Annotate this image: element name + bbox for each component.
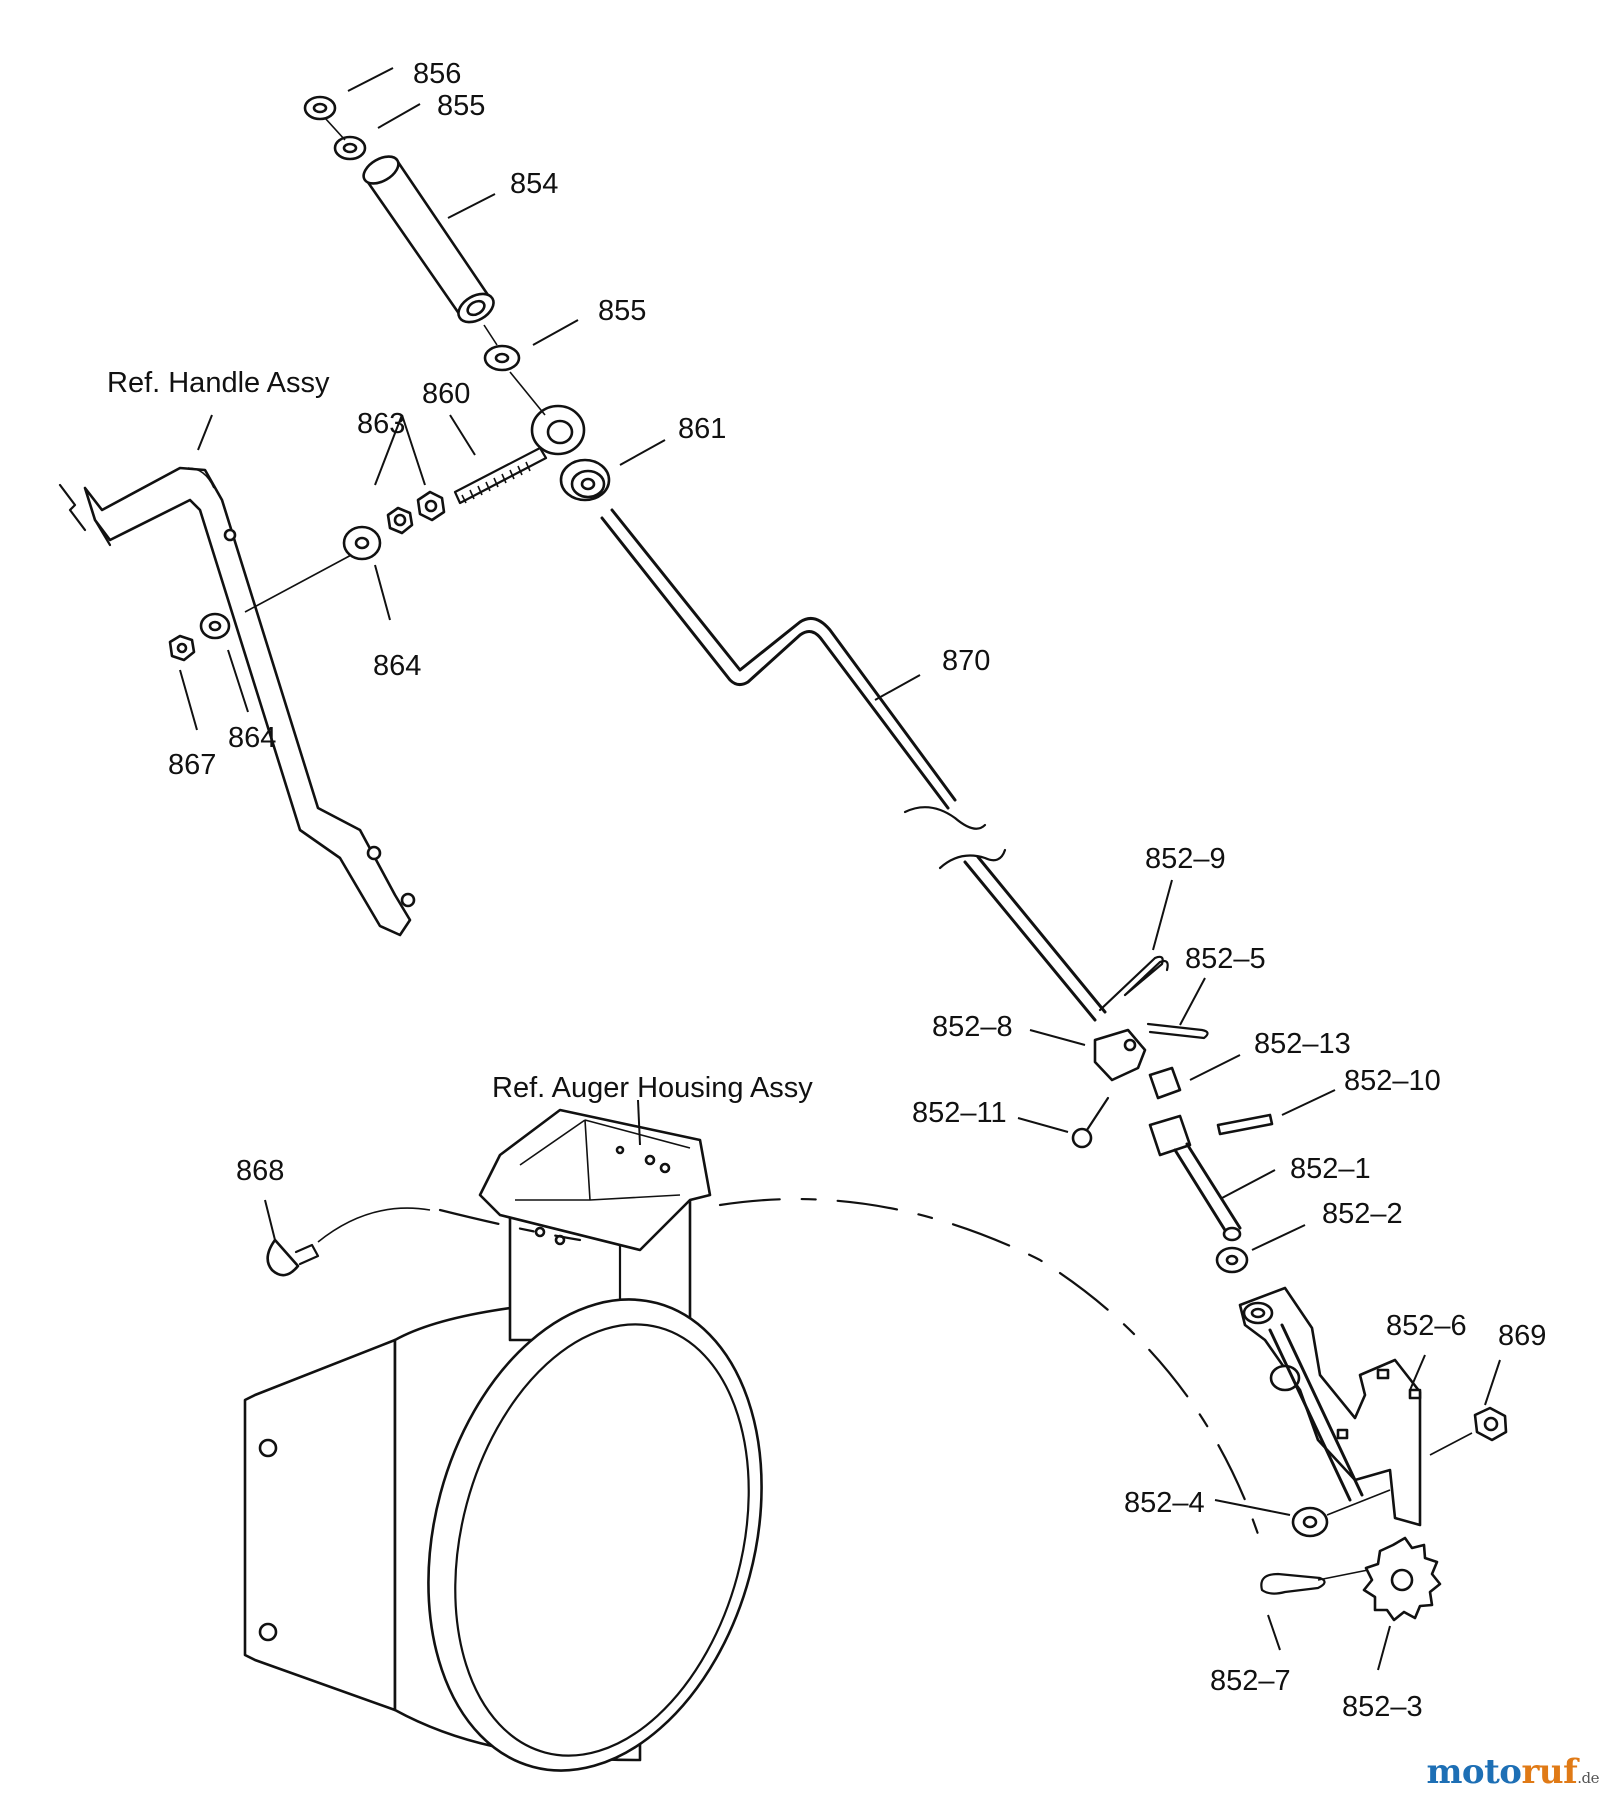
label-855-top: 855 bbox=[437, 90, 485, 122]
label-852-5: 852–5 bbox=[1185, 943, 1266, 975]
label-864-right: 864 bbox=[373, 650, 421, 682]
label-852-10: 852–10 bbox=[1344, 1065, 1441, 1097]
label-852-7: 852–7 bbox=[1210, 1665, 1291, 1697]
carriage-bolt bbox=[266, 1207, 431, 1277]
label-855-mid: 855 bbox=[598, 295, 646, 327]
eyebolt bbox=[453, 404, 586, 505]
spacer-stack bbox=[303, 95, 546, 416]
label-860: 860 bbox=[422, 378, 470, 410]
label-852-3: 852–3 bbox=[1342, 1691, 1423, 1723]
handle-assembly bbox=[58, 466, 416, 937]
rotation-arc bbox=[438, 1198, 1262, 1542]
callout-labels: 856 855 854 855 Ref. Handle Assy 860 863… bbox=[107, 58, 1546, 1723]
label-863: 863 bbox=[357, 408, 405, 440]
label-852-4: 852–4 bbox=[1124, 1487, 1205, 1519]
label-852-8: 852–8 bbox=[932, 1011, 1013, 1043]
label-852-2: 852–2 bbox=[1322, 1198, 1403, 1230]
label-870: 870 bbox=[942, 645, 990, 677]
label-852-9: 852–9 bbox=[1145, 843, 1226, 875]
label-856: 856 bbox=[413, 58, 461, 90]
label-ref-handle-assy: Ref. Handle Assy bbox=[107, 367, 330, 399]
label-864-left: 864 bbox=[228, 722, 276, 754]
label-861: 861 bbox=[678, 413, 726, 445]
label-ref-auger-housing-assy: Ref. Auger Housing Assy bbox=[492, 1072, 813, 1104]
linkage-assembly bbox=[1071, 955, 1508, 1622]
label-852-6: 852–6 bbox=[1386, 1310, 1467, 1342]
bushing bbox=[559, 458, 611, 502]
label-869: 869 bbox=[1498, 1320, 1546, 1352]
label-868: 868 bbox=[236, 1155, 284, 1187]
label-867: 867 bbox=[168, 749, 216, 781]
chute-rod bbox=[600, 508, 1107, 1022]
label-854: 854 bbox=[510, 168, 558, 200]
auger-housing bbox=[243, 1108, 763, 1772]
label-852-11: 852–11 bbox=[912, 1097, 1007, 1129]
label-852-1: 852–1 bbox=[1290, 1153, 1371, 1185]
leader-lines bbox=[179, 67, 1501, 1671]
watermark-logo: motoruf.de bbox=[1426, 1752, 1599, 1792]
label-852-13: 852–13 bbox=[1254, 1028, 1351, 1060]
hardware-handle bbox=[168, 490, 446, 662]
